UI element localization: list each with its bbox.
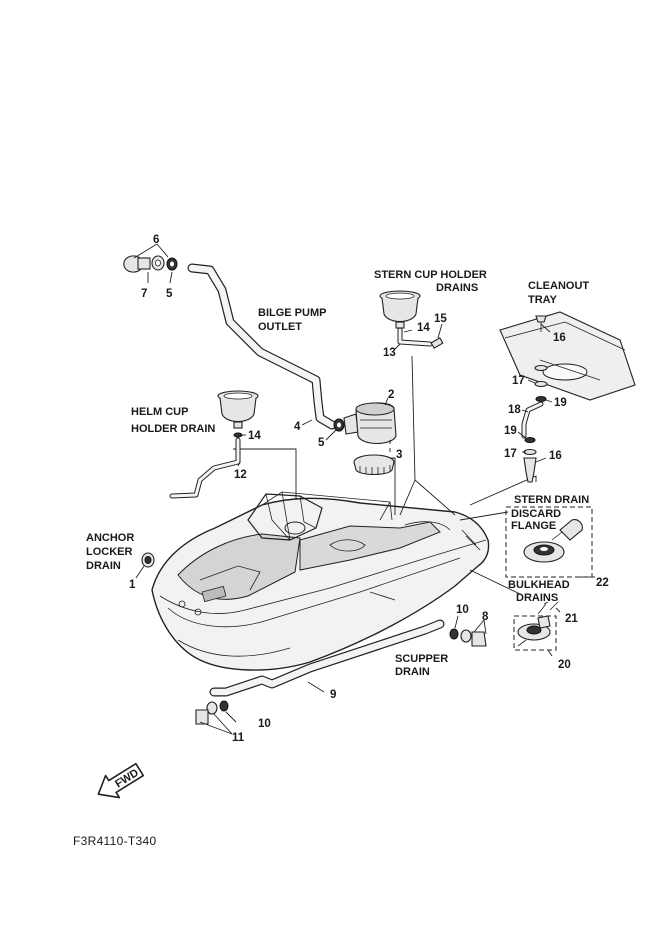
stern-drain-detail — [505, 506, 595, 578]
part-number-7: 7 — [141, 288, 147, 300]
label-helm-cup-holder-1: HELM CUP — [131, 406, 188, 418]
bilge-pump — [333, 397, 397, 476]
bilge-pump-outlet-hose — [187, 263, 337, 430]
part-number-5: 5 — [166, 288, 173, 300]
label-scupper-drain-1: SCUPPER — [395, 653, 448, 665]
label-anchor-locker-3: DRAIN — [86, 560, 121, 572]
boat-hull — [151, 491, 490, 671]
part-number-14-stern: 14 — [417, 322, 430, 334]
label-bulkhead-drains-2: DRAINS — [516, 592, 558, 604]
scupper-drain-hose — [195, 615, 487, 735]
part-number-16-top: 16 — [553, 332, 566, 344]
part-number-10-right: 10 — [456, 604, 469, 616]
part-number-18: 18 — [508, 404, 521, 416]
part-number-2: 2 — [388, 389, 394, 401]
helm-cup-holder-drain — [169, 390, 259, 499]
part-number-11: 11 — [232, 732, 245, 744]
label-discard-flange-1: DISCARD — [511, 508, 561, 520]
part-number-15: 15 — [434, 313, 447, 325]
label-anchor-locker-2: LOCKER — [86, 546, 133, 558]
label-bilge-pump-outlet-1: BILGE PUMP — [258, 307, 326, 319]
figure-code: F3R4110-T340 — [73, 834, 156, 848]
part-number-14-helm: 14 — [248, 430, 261, 442]
label-scupper-drain-2: DRAIN — [395, 666, 430, 678]
part-number-8: 8 — [482, 611, 489, 623]
label-stern-cup-holder-2: DRAINS — [436, 282, 478, 294]
part-number-17-bottom: 17 — [504, 448, 517, 460]
label-bulkhead-drains-1: BULKHEAD — [508, 579, 570, 591]
fwd-direction-badge: FWD — [97, 762, 145, 799]
label-discard-flange-2: FLANGE — [511, 520, 556, 532]
label-bilge-pump-outlet-2: OUTLET — [258, 321, 302, 333]
part-number-19-top: 19 — [554, 397, 567, 409]
label-stern-cup-holder-1: STERN CUP HOLDER — [374, 269, 487, 281]
part-number-22: 22 — [596, 577, 609, 589]
part-number-5-pump: 5 — [318, 437, 325, 449]
label-cleanout-tray-1: CLEANOUT — [528, 280, 589, 292]
outlet-fitting-assembly — [123, 243, 178, 284]
label-cleanout-tray-2: TRAY — [528, 294, 558, 306]
stern-cup-holder-drains — [379, 290, 444, 351]
leader-5b — [325, 429, 337, 441]
part-number-1: 1 — [129, 579, 136, 591]
part-number-12: 12 — [234, 469, 247, 481]
label-helm-cup-holder-2: HOLDER DRAIN — [131, 423, 215, 435]
part-number-13: 13 — [383, 347, 396, 359]
label-stern-drain: STERN DRAIN — [514, 494, 589, 506]
part-number-16-bottom: 16 — [549, 450, 562, 462]
label-anchor-locker-1: ANCHOR — [86, 532, 134, 544]
part-number-20: 20 — [558, 659, 571, 671]
cleanout-tray — [499, 311, 636, 483]
part-number-10-left: 10 — [258, 718, 271, 730]
part-number-6: 6 — [153, 234, 159, 246]
part-number-21: 21 — [565, 613, 578, 625]
part-number-17-top: 17 — [512, 375, 525, 387]
leader-4 — [301, 419, 313, 426]
part-number-9: 9 — [330, 689, 336, 701]
part-number-19-bottom: 19 — [504, 425, 517, 437]
bulkhead-drains-detail — [513, 601, 561, 657]
detail-leaders — [233, 355, 537, 601]
part-number-4: 4 — [294, 421, 301, 433]
anchor-locker-drain — [135, 552, 155, 579]
part-number-3: 3 — [396, 449, 402, 461]
